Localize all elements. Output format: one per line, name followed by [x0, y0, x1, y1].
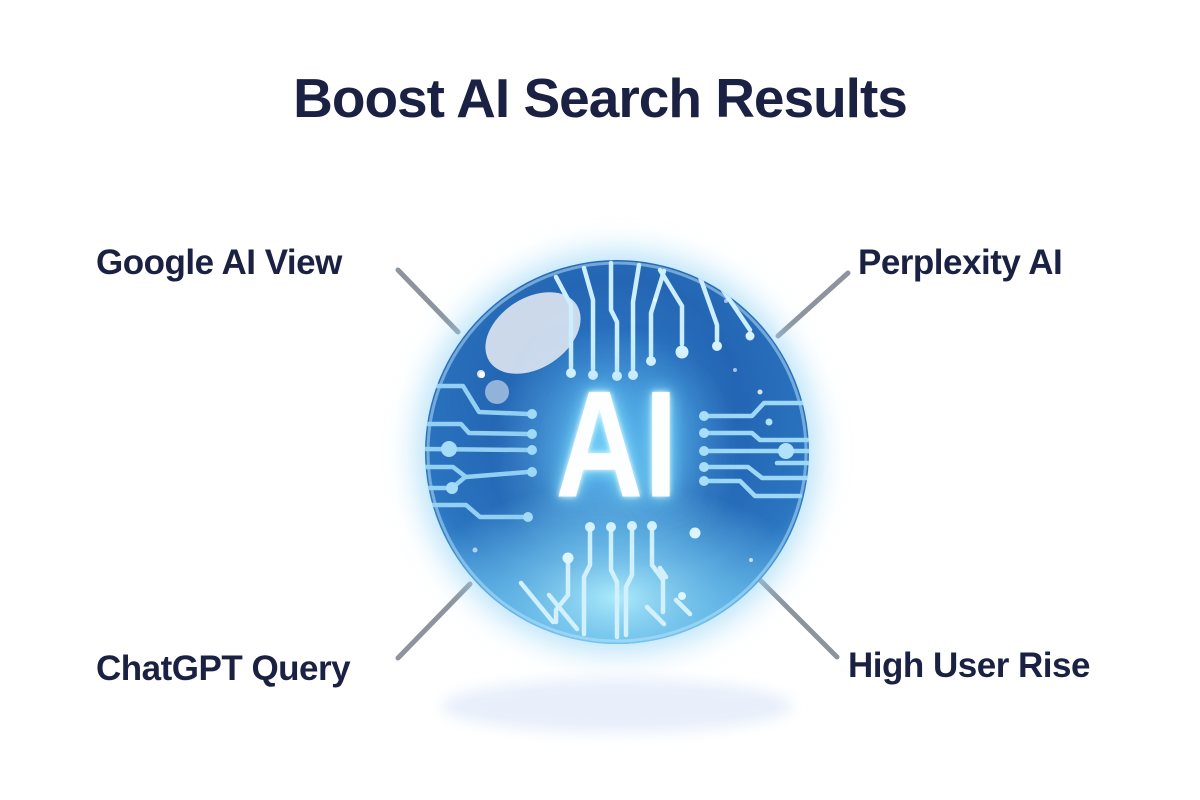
circuit-traces-left [425, 383, 531, 520]
circuit-nodes-bottom [562, 521, 701, 600]
connector-line-bottom-right [758, 578, 840, 660]
orb-center-glow [490, 327, 740, 577]
connector-line-top-right [775, 270, 851, 339]
circuit-nodes-top [566, 331, 755, 381]
circuit-traces-bottom [518, 528, 693, 640]
orb-ai-label: AI [555, 359, 679, 530]
orb-highlight [477, 292, 581, 404]
label-chatgpt-query: ChatGPT Query [96, 649, 351, 688]
ai-orb [417, 252, 817, 652]
page-title: Boost AI Search Results [293, 67, 908, 129]
circuit-nodes-right [699, 411, 794, 486]
floor-shadow [441, 679, 793, 733]
circuit-traces-top [553, 260, 753, 373]
label-high-user-rise: High User Rise [848, 646, 1090, 685]
connector-lines [395, 267, 851, 661]
connector-line-top-left [395, 267, 461, 335]
circuit-nodes-left [441, 409, 537, 522]
label-google-ai-view: Google AI View [96, 243, 342, 282]
sparkle-dots [472, 298, 763, 562]
label-perplexity-ai: Perplexity AI [858, 243, 1063, 282]
connector-line-bottom-left [395, 581, 473, 661]
